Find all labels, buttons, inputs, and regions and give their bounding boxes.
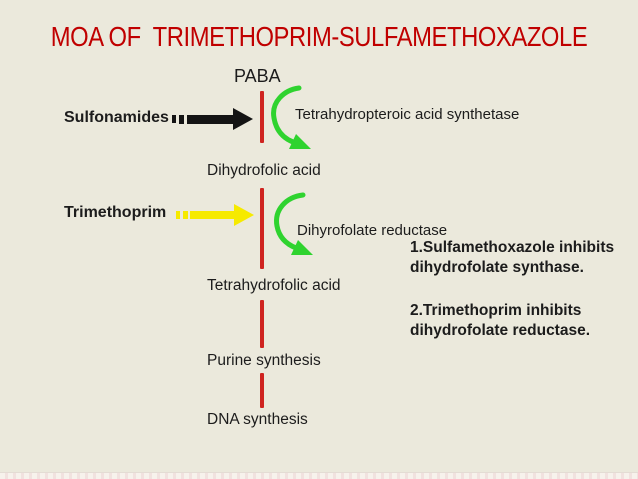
yellow-inhibition-arrow-icon: [176, 203, 261, 226]
annotation-sulfamethoxazole: 1.Sulfamethoxazole inhibits dihydrofolat…: [410, 239, 615, 276]
annotation-trimethoprim: 2.Trimethoprim inhibits dihydrofolate re…: [410, 302, 591, 339]
label-dna-synthesis: DNA synthesis: [207, 411, 308, 428]
label-paba: PABA: [234, 66, 281, 86]
slide-footer-stripe: [0, 472, 638, 479]
arrow-head: [233, 108, 253, 130]
label-purine-synthesis: Purine synthesis: [207, 352, 321, 369]
arrow-shaft: [190, 211, 234, 219]
pathway-line-3: [260, 300, 264, 348]
label-dihydrofolate-reductase: Dihyrofolate reductase: [297, 222, 448, 239]
label-sulfonamides: Sulfonamides: [64, 109, 169, 126]
slide-title: MOA OF TRIMETHOPRIM-SULFAMETHOXAZOLE: [50, 21, 588, 52]
arrow-head: [234, 204, 254, 226]
label-dihydrofolic-acid: Dihydrofolic acid: [207, 162, 321, 179]
pathway-line-4: [260, 373, 264, 408]
arrow-dash: [183, 211, 188, 219]
arrow-dash: [172, 115, 176, 123]
label-tetrahydrofolic-acid: Tetrahydrofolic acid: [207, 277, 341, 294]
arrow-dash: [179, 115, 184, 124]
green-curved-arrow-icon-1: [271, 85, 311, 149]
label-tetrahydropteroic-acid-synthetase: Tetrahydropteroic acid synthetase: [295, 106, 520, 123]
annotation-block: 1.Sulfamethoxazole inhibits dihydrofolat…: [410, 238, 620, 341]
arrow-dash: [176, 211, 180, 219]
green-curved-arrow-icon-2: [274, 192, 313, 255]
arrow-shaft: [187, 115, 233, 124]
pathway-line-2: [260, 188, 264, 269]
black-inhibition-arrow-icon: [172, 108, 257, 130]
label-trimethoprim: Trimethoprim: [64, 204, 167, 221]
pathway-line-1: [260, 91, 264, 143]
